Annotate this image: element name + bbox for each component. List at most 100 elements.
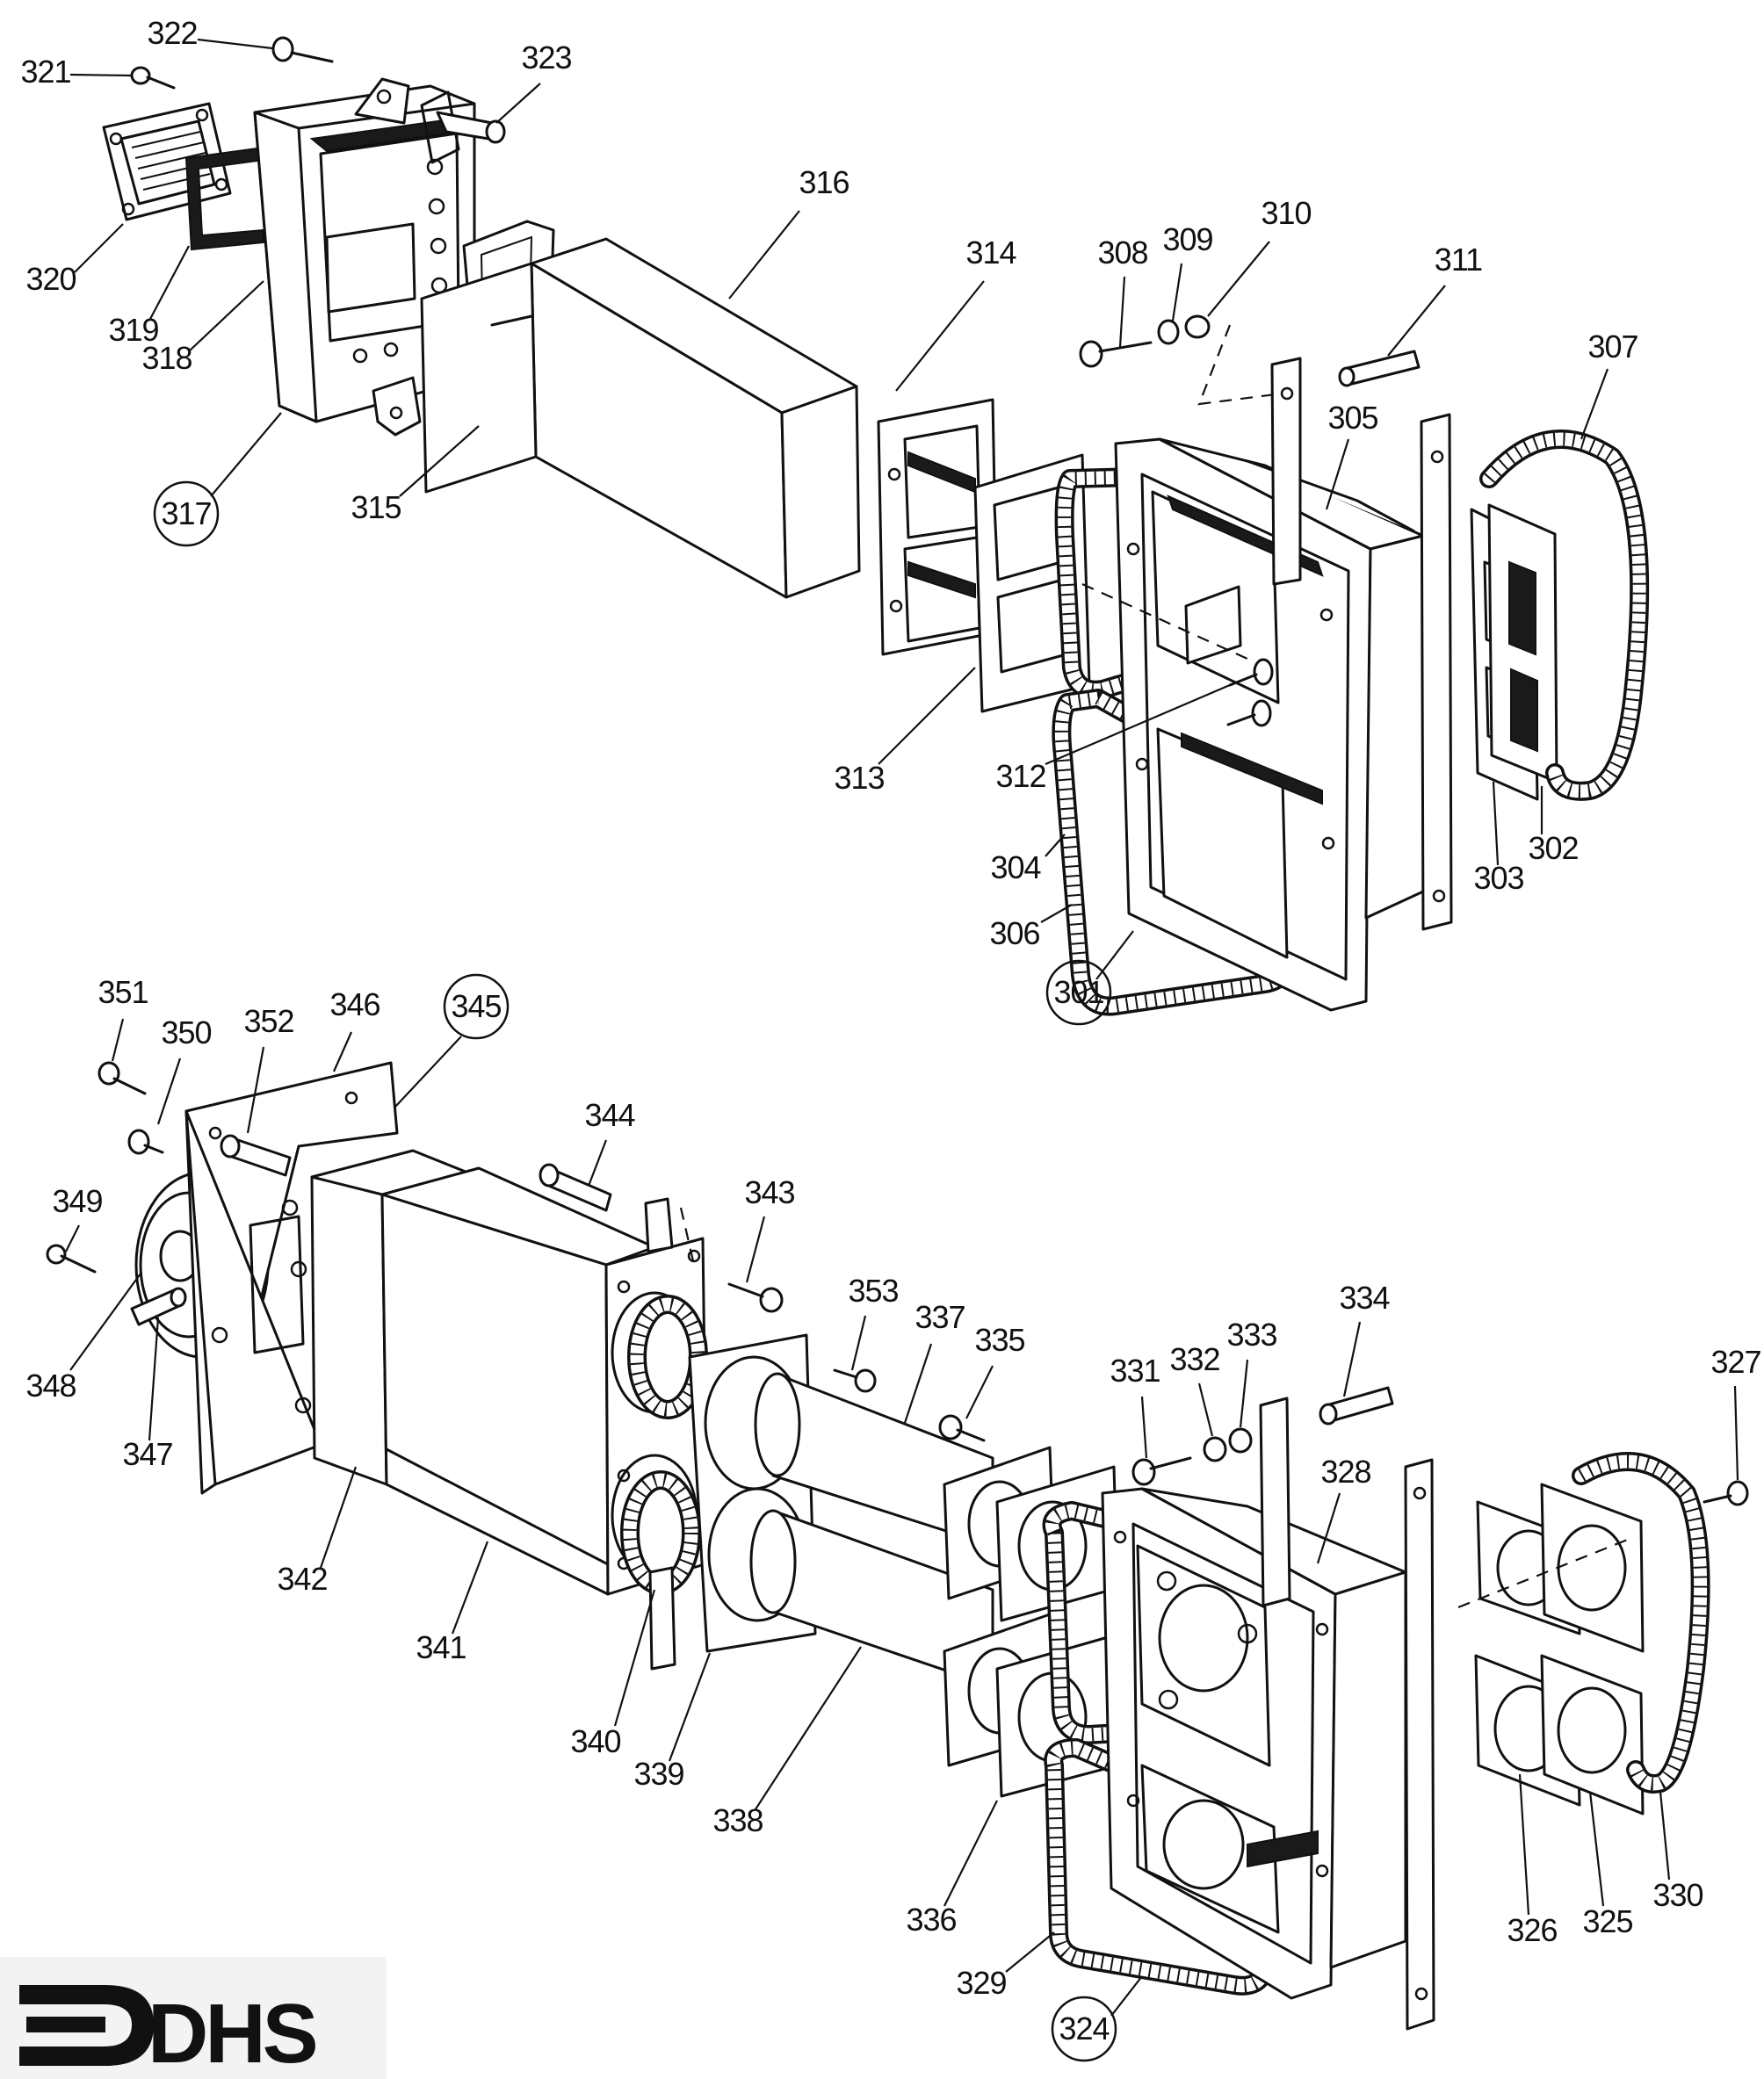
- leader-line-303: [1492, 781, 1500, 866]
- callout-350: 350: [161, 1014, 211, 1050]
- callout-348: 348: [25, 1368, 76, 1404]
- callout-303: 303: [1473, 860, 1523, 896]
- leader-line-322: [197, 38, 273, 50]
- leader-line-339: [668, 1652, 712, 1762]
- part-352-pin: [220, 1134, 292, 1177]
- arrow-logo-icon: [19, 1985, 154, 2066]
- callout-309: 309: [1162, 221, 1212, 257]
- part-312-screws: [1226, 658, 1274, 727]
- part-301-casing: [1114, 437, 1425, 1012]
- callout-346: 346: [329, 986, 380, 1022]
- leader-line-312: [1045, 683, 1231, 766]
- callout-331: 331: [1110, 1353, 1160, 1389]
- callout-328: 328: [1320, 1454, 1370, 1490]
- leader-line-320: [74, 223, 124, 273]
- leader-line-326: [1518, 1773, 1530, 1916]
- callout-316: 316: [799, 164, 849, 200]
- part-327-screw: [1703, 1480, 1749, 1506]
- callout-343: 343: [744, 1174, 794, 1210]
- part-325-plate: [1540, 1483, 1645, 1816]
- part-331-screw: [1131, 1456, 1192, 1486]
- leader-line-311: [1387, 285, 1446, 357]
- part-353-screw: [833, 1368, 877, 1393]
- callout-342: 342: [277, 1561, 327, 1597]
- leader-line-346: [332, 1031, 353, 1072]
- assembly-guide-310: [1197, 324, 1283, 406]
- part-344-pin: [539, 1163, 612, 1212]
- part-305-bracket: [1270, 357, 1453, 931]
- dhs-logo: DHS: [0, 1957, 387, 2079]
- leader-line-327: [1733, 1385, 1739, 1481]
- part-349-screw: [46, 1244, 97, 1274]
- leader-line-352: [246, 1046, 265, 1134]
- leader-line-305: [1325, 438, 1350, 510]
- leader-line-316: [728, 210, 800, 300]
- part-347-pin: [130, 1287, 187, 1326]
- callout-333: 333: [1226, 1317, 1276, 1353]
- leader-line-313: [878, 667, 976, 765]
- leader-line-345: [394, 1036, 462, 1108]
- part-337-tube-upper: [754, 1372, 994, 1548]
- callout-315: 315: [351, 489, 401, 525]
- callout-circle-301: [1045, 959, 1112, 1026]
- callout-323: 323: [521, 40, 571, 76]
- part-351-screw: [98, 1061, 147, 1095]
- callout-321: 321: [20, 54, 70, 90]
- callout-338: 338: [712, 1802, 763, 1838]
- assembly-guide-312: [1081, 582, 1248, 661]
- callout-325: 325: [1582, 1903, 1632, 1939]
- leader-line-338: [755, 1646, 862, 1810]
- part-330-rope-handle: [1572, 1452, 1710, 1794]
- leader-line-350: [156, 1058, 182, 1125]
- leader-line-343: [745, 1216, 766, 1283]
- leader-line-347: [148, 1317, 160, 1441]
- part-314-flange: [877, 398, 999, 656]
- callout-351: 351: [98, 974, 148, 1010]
- part-310-washer: [1184, 314, 1211, 339]
- callout-340: 340: [570, 1723, 620, 1759]
- callout-344: 344: [584, 1097, 634, 1133]
- callout-301: 301: [1053, 974, 1103, 1010]
- callout-314: 314: [965, 235, 1016, 271]
- part-335-screw: [938, 1414, 986, 1442]
- leader-line-315: [399, 425, 480, 497]
- assembly-guide-343: [679, 1207, 696, 1266]
- callout-324: 324: [1059, 2010, 1109, 2047]
- leader-line-335: [965, 1365, 994, 1419]
- upper-assembly: [102, 36, 1650, 1016]
- part-341-box: [310, 1149, 656, 1596]
- callout-302: 302: [1528, 830, 1578, 866]
- leader-line-340: [613, 1589, 656, 1727]
- lower-assembly: [46, 1061, 1749, 2031]
- leader-line-334: [1342, 1321, 1362, 1397]
- part-334-pin: [1319, 1386, 1394, 1426]
- callout-332: 332: [1169, 1341, 1219, 1377]
- part-324-casing: [1101, 1487, 1407, 2000]
- callout-307: 307: [1587, 328, 1637, 365]
- part-328-brackets: [1259, 1397, 1435, 2031]
- leader-line-337: [903, 1343, 933, 1424]
- leader-line-308: [1118, 276, 1126, 348]
- leader-line-309: [1171, 263, 1183, 321]
- callout-circle-317: [153, 480, 220, 547]
- callout-347: 347: [122, 1436, 172, 1472]
- callout-320: 320: [25, 261, 76, 297]
- part-307-rope-handle: [1479, 430, 1650, 801]
- leader-line-341: [451, 1541, 489, 1635]
- leader-line-317: [210, 412, 282, 497]
- leader-line-306: [1040, 904, 1073, 923]
- leader-line-353: [850, 1315, 867, 1371]
- leader-line-333: [1239, 1359, 1249, 1428]
- callout-318: 318: [141, 340, 192, 376]
- part-316-duct: [420, 237, 861, 599]
- leader-line-321: [69, 73, 133, 77]
- logo-text: DHS: [148, 1987, 316, 2079]
- callout-327: 327: [1710, 1344, 1760, 1380]
- callout-345: 345: [451, 988, 501, 1024]
- callout-335: 335: [974, 1322, 1024, 1358]
- callout-319: 319: [108, 312, 158, 348]
- part-309-washer: [1157, 319, 1180, 345]
- leader-line-328: [1316, 1492, 1341, 1564]
- leader-line-349: [65, 1224, 80, 1252]
